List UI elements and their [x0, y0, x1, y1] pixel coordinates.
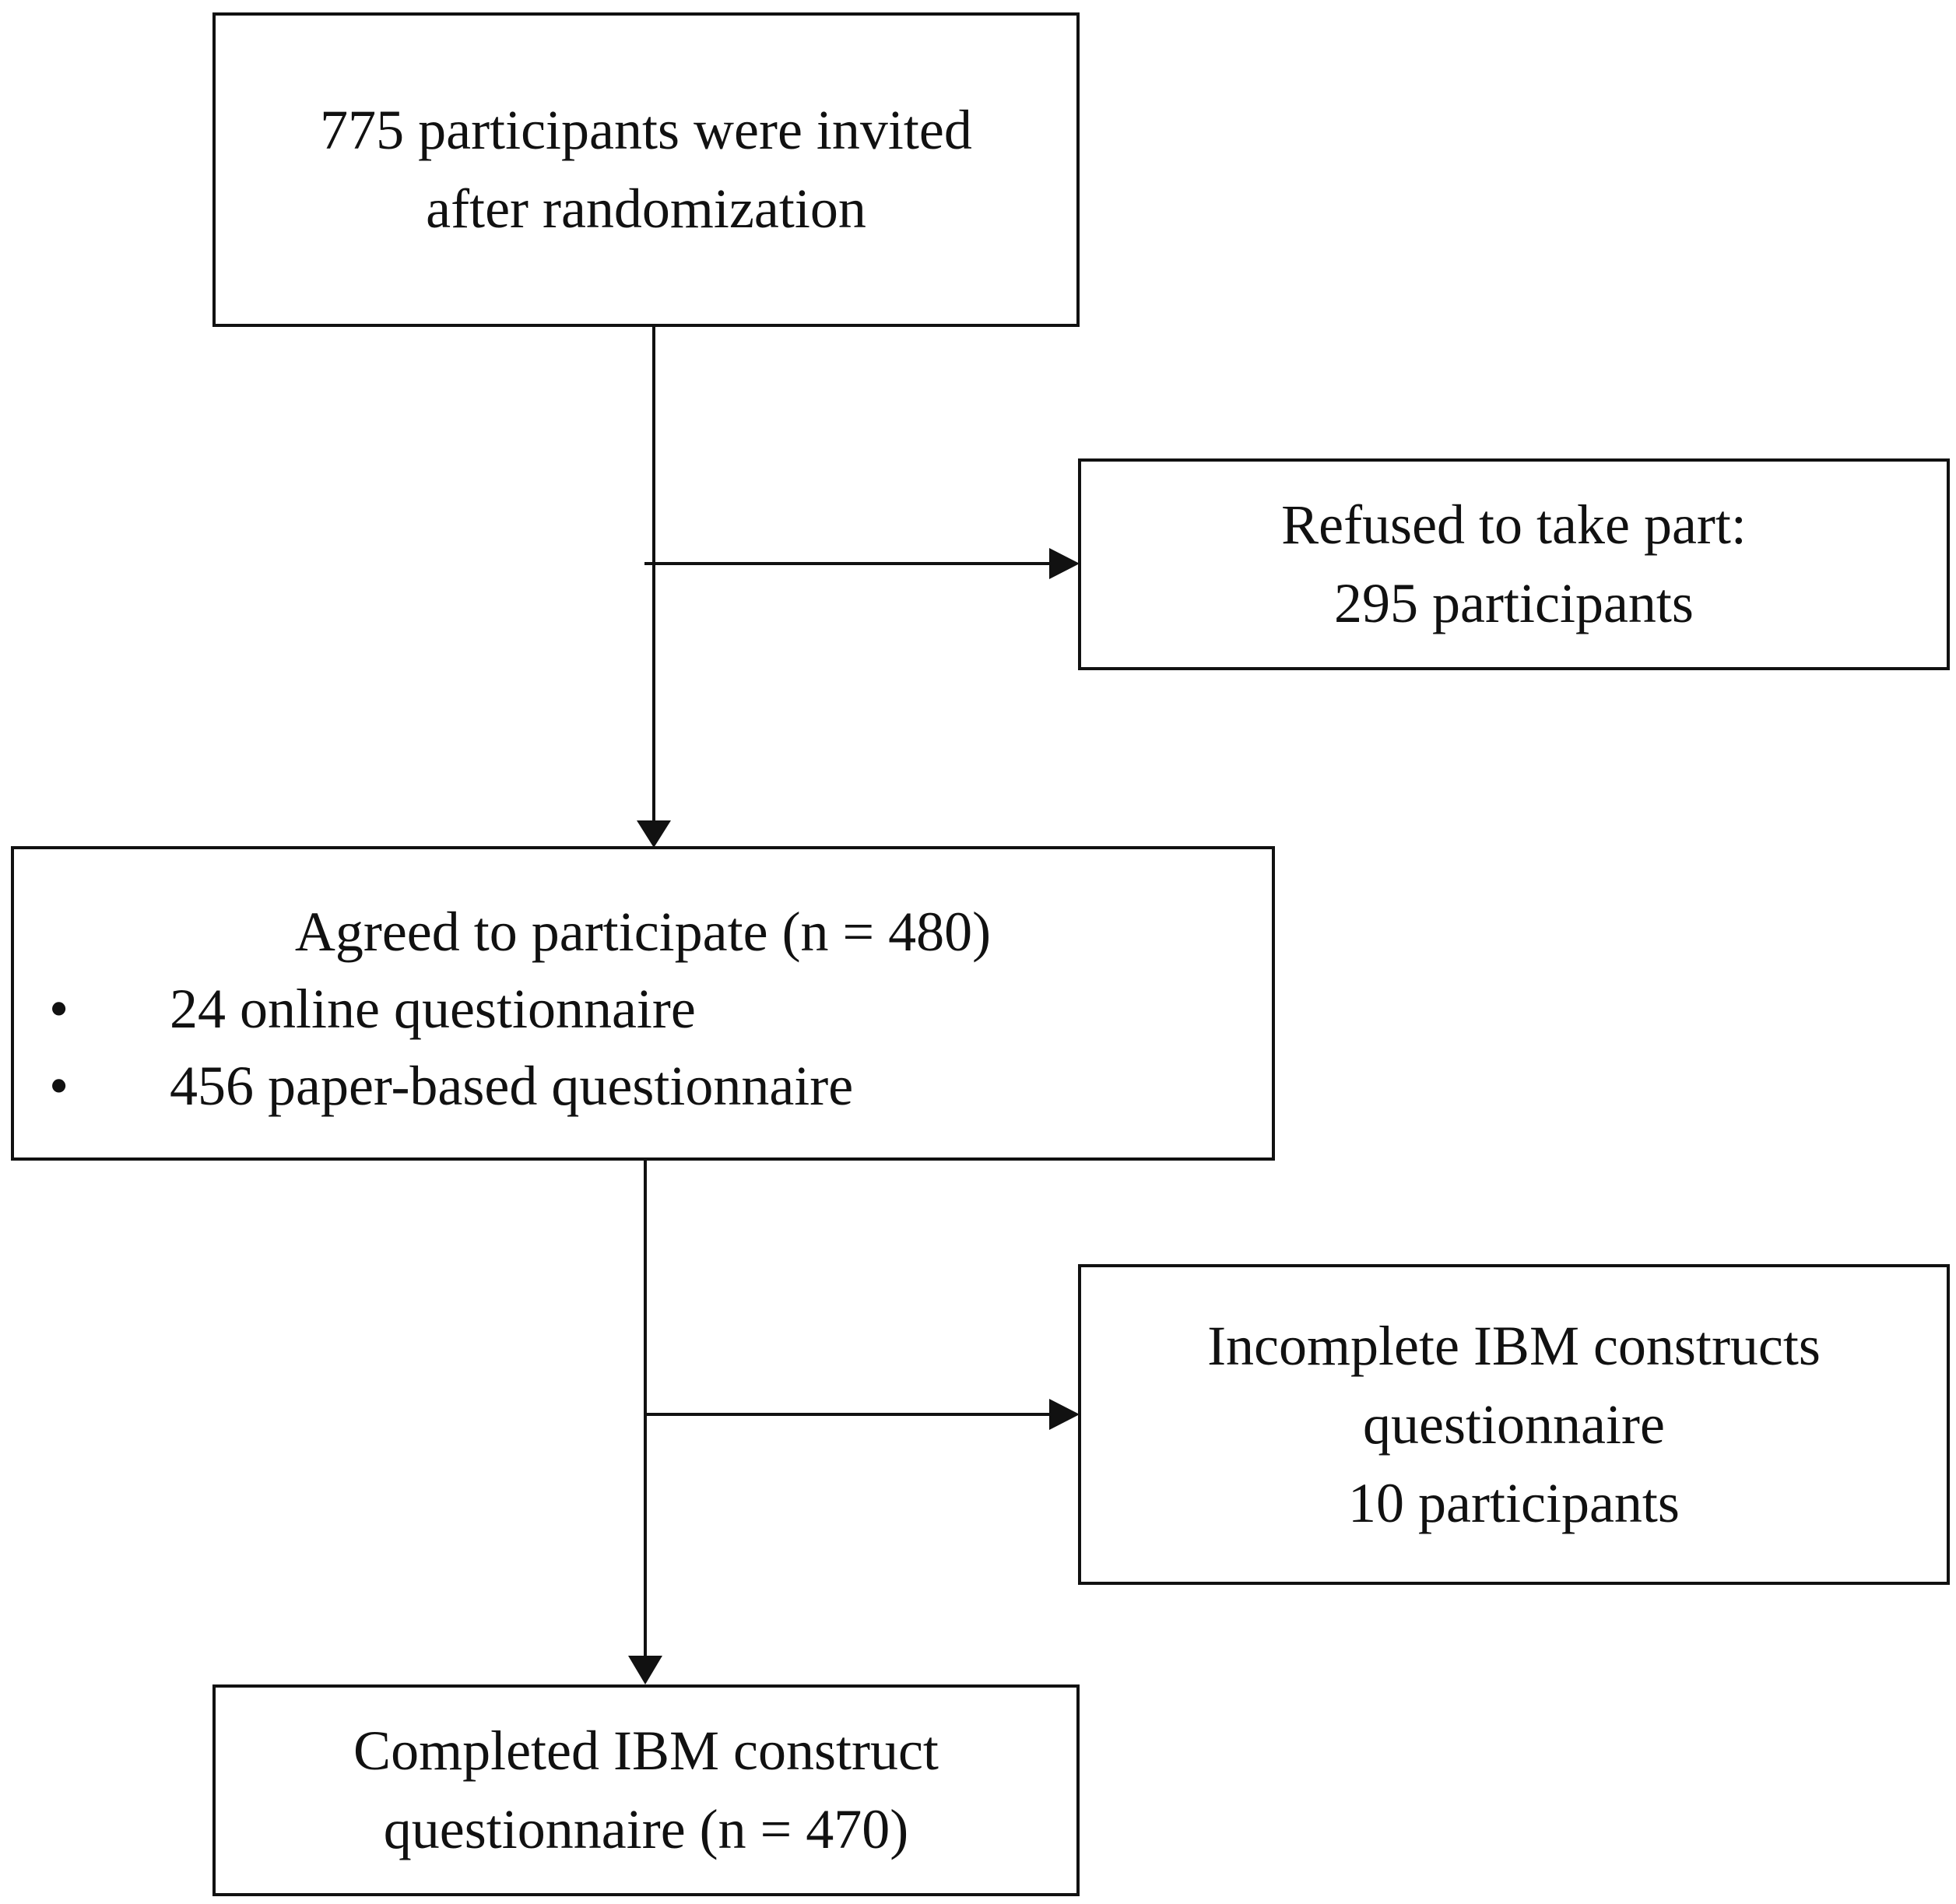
node-agreed-bullet: • 456 paper-based questionnaire	[14, 1047, 1272, 1126]
node-agreed-bullet-text: 24 online questionnaire	[170, 978, 696, 1040]
node-incomplete-line-2: questionnaire	[1363, 1393, 1665, 1456]
node-agreed-bullet-text: 456 paper-based questionnaire	[170, 1055, 854, 1117]
node-agreed-bullet: • 24 online questionnaire	[14, 970, 1272, 1049]
node-agreed: Agreed to participate (n = 480) • 24 onl…	[11, 846, 1275, 1161]
node-refused-line-1: Refused to take part:	[1281, 494, 1747, 556]
node-invited-line-2: after randomization	[426, 177, 866, 240]
node-refused-line-2: 295 participants	[1334, 572, 1694, 634]
node-incomplete: Incomplete IBM constructs questionnaire …	[1078, 1264, 1950, 1585]
node-incomplete-line-1: Incomplete IBM constructs	[1207, 1314, 1821, 1377]
bullet-marker: •	[49, 978, 69, 1040]
node-completed-line-2: questionnaire (n = 470)	[383, 1798, 909, 1860]
node-invited: 775 participants were invited after rand…	[212, 12, 1080, 327]
node-completed: Completed IBM construct questionnaire (n…	[212, 1684, 1080, 1896]
bullet-marker: •	[49, 1055, 69, 1117]
node-incomplete-line-3: 10 participants	[1348, 1471, 1680, 1534]
node-invited-line-1: 775 participants were invited	[320, 99, 972, 161]
arrowhead-agreed-to-completed	[628, 1656, 662, 1684]
node-agreed-title: Agreed to participate (n = 480)	[294, 901, 992, 963]
arrowhead-agreed-to-incomplete	[1049, 1399, 1080, 1430]
arrowhead-invited-to-agreed	[637, 820, 671, 848]
node-refused: Refused to take part: 295 participants	[1078, 458, 1950, 670]
node-completed-line-1: Completed IBM construct	[353, 1720, 939, 1782]
arrowhead-invited-to-refused	[1049, 548, 1080, 579]
